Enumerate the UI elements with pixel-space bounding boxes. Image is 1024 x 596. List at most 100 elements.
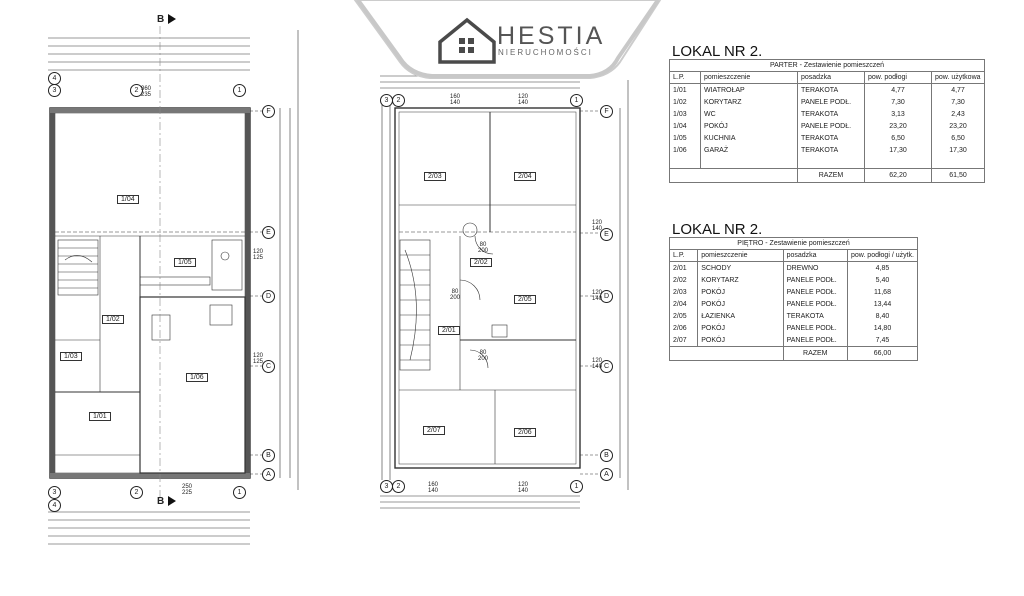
- section-marker-top: [168, 14, 176, 24]
- table-cell: PANELE PODŁ.: [797, 120, 865, 132]
- table2-header: pow. podłogi / użytk.: [846, 249, 919, 262]
- table-cell: POKÓJ: [697, 298, 784, 310]
- table-cell: TERAKOTA: [797, 132, 865, 144]
- brand-tagline: NIERUCHOMOŚCI: [498, 48, 593, 57]
- table-cell: WIATROŁAP: [700, 83, 798, 96]
- table-cell: KUCHNIA: [700, 132, 798, 144]
- opening-dimension: 120 140: [592, 290, 603, 302]
- axis-marker: C: [600, 360, 613, 373]
- room-label: 2/04: [514, 172, 536, 181]
- table2-total-label: RAZEM: [782, 346, 848, 361]
- table2-header: pomieszczenie: [697, 249, 784, 262]
- table-cell: 1/03: [669, 108, 701, 120]
- table-cell: 6,50: [931, 132, 985, 144]
- axis-marker: F: [262, 105, 275, 118]
- table-cell: 7,30: [864, 96, 932, 108]
- table-cell: 4,77: [931, 83, 985, 96]
- section-marker-bottom: [168, 496, 176, 506]
- door-dimension: 80 200: [478, 350, 489, 362]
- table-cell: PANELE PODŁ.: [797, 96, 865, 108]
- table-cell: POKÓJ: [697, 286, 784, 298]
- door-dimension: 80 200: [450, 289, 461, 301]
- table-cell: TERAKOTA: [797, 83, 865, 96]
- axis-marker: 4: [48, 72, 61, 85]
- table-cell: 11,68: [846, 286, 919, 298]
- table-cell: POKÓJ: [700, 120, 798, 132]
- table2-total-row: RAZEM 66,00: [668, 346, 919, 361]
- room-label: 2/06: [514, 428, 536, 437]
- room-label: 1/03: [60, 352, 82, 361]
- axis-marker: F: [600, 105, 613, 118]
- table-cell: 6,50: [864, 132, 932, 144]
- table1-header: L.P.: [669, 71, 701, 84]
- opening-dimension: 160 140: [450, 94, 461, 106]
- table-cell: DREWNO: [782, 261, 848, 274]
- table-cell: PANELE PODŁ.: [782, 298, 848, 310]
- axis-marker: 1: [570, 94, 583, 107]
- axis-marker: 1: [233, 84, 246, 97]
- table-cell: 17,30: [864, 144, 932, 156]
- table1-total-floor: 62,20: [864, 168, 932, 183]
- table-cell: 2/05: [668, 310, 699, 322]
- table1-room-schedule: PARTER - Zestawienie pomieszczeń L.P. po…: [669, 59, 985, 183]
- table2-total-value: 66,00: [846, 346, 919, 361]
- axis-marker: 4: [48, 499, 61, 512]
- axis-marker: 1: [570, 480, 583, 493]
- table-cell: 13,44: [846, 298, 919, 310]
- table-cell: 23,20: [931, 120, 985, 132]
- opening-dimension: 120 140: [592, 358, 603, 370]
- table-cell: 8,40: [846, 310, 919, 322]
- axis-marker: E: [600, 228, 613, 241]
- table-cell: KORYTARZ: [700, 96, 798, 108]
- table-cell: 2/02: [668, 274, 699, 286]
- brand-banner: [353, 0, 662, 79]
- table1-header: pow. podłogi: [864, 71, 932, 84]
- table-cell: PANELE PODŁ.: [782, 274, 848, 286]
- room-label: 1/01: [89, 412, 111, 421]
- table-cell: 2/03: [668, 286, 699, 298]
- axis-marker: A: [600, 468, 613, 481]
- table-cell: SCHODY: [697, 261, 784, 274]
- table2-room-schedule: PIĘTRO - Zestawienie pomieszczeń L.P. po…: [668, 237, 919, 361]
- opening-dimension: 250 225: [182, 484, 193, 496]
- axis-marker: E: [262, 226, 275, 239]
- door-dimension: 80 200: [478, 242, 489, 254]
- table1-subtitle: PARTER - Zestawienie pomieszczeń: [669, 59, 985, 72]
- axis-marker: B: [262, 449, 275, 462]
- left-plan-top-dimensions: [48, 37, 250, 71]
- table1-total-usable: 61,50: [931, 168, 985, 183]
- table-cell: 17,30: [931, 144, 985, 156]
- room-label: 2/03: [424, 172, 446, 181]
- table-cell: GARAŻ: [700, 144, 798, 156]
- table-cell: 1/05: [669, 132, 701, 144]
- table-cell: 7,45: [846, 334, 919, 347]
- axis-marker: 3: [48, 486, 61, 499]
- table-cell: 3,13: [864, 108, 932, 120]
- table2-subtitle: PIĘTRO - Zestawienie pomieszczeń: [669, 237, 918, 250]
- opening-dimension: 160 140: [428, 482, 439, 494]
- table-cell: 2/07: [668, 334, 699, 347]
- table-cell: 7,30: [931, 96, 985, 108]
- table-cell: 1/04: [669, 120, 701, 132]
- table2-title: LOKAL NR 2.: [672, 221, 763, 238]
- table-cell: TERAKOTA: [782, 310, 848, 322]
- table-cell: TERAKOTA: [797, 144, 865, 156]
- table-cell: 2/04: [668, 298, 699, 310]
- opening-dimension: 120 140: [518, 482, 529, 494]
- opening-dimension: 120 140: [518, 94, 529, 106]
- table-cell: PANELE PODŁ.: [782, 322, 848, 334]
- axis-marker: 1: [233, 486, 246, 499]
- table-cell: PANELE PODŁ.: [782, 334, 848, 347]
- table-cell: 23,20: [864, 120, 932, 132]
- axis-marker: D: [600, 290, 613, 303]
